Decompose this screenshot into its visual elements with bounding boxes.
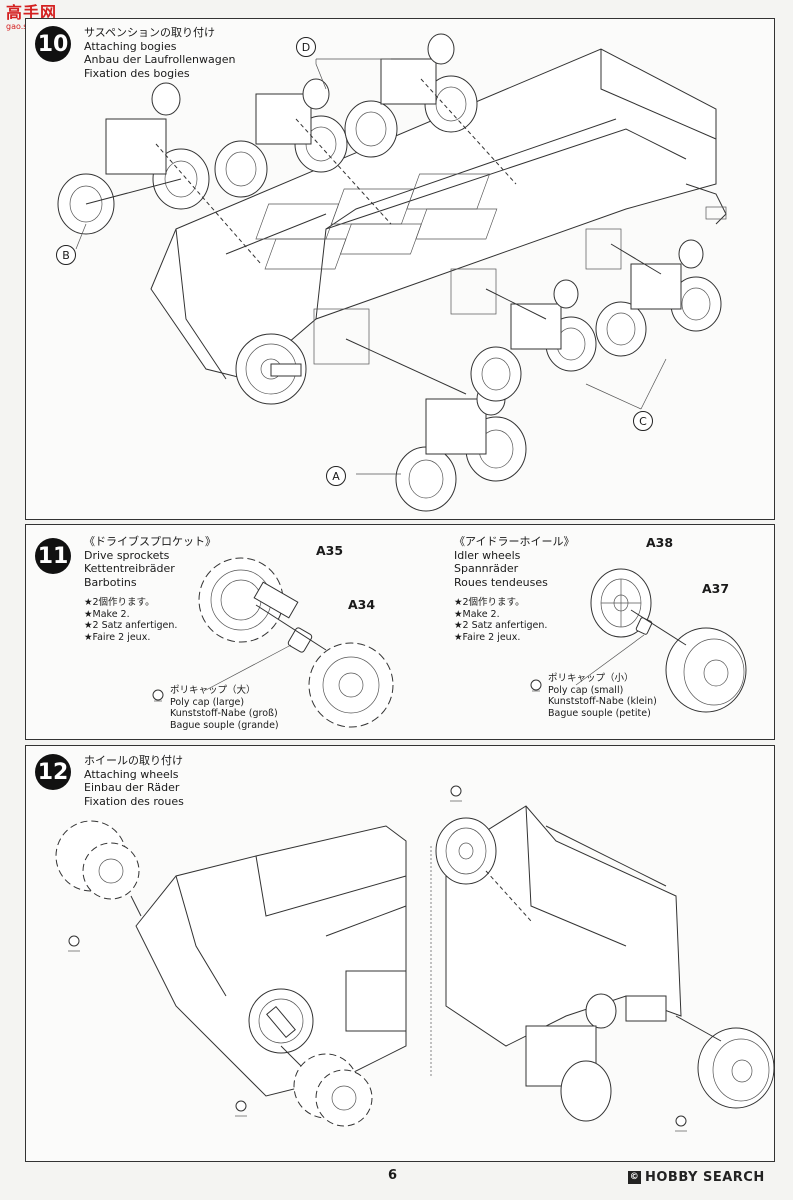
idler-wheels-title-en: Idler wheels — [454, 548, 521, 562]
drive-sprockets-title-de: Kettentreibräder — [84, 562, 175, 575]
make-note-jp: ★2個作ります。 — [84, 597, 155, 608]
footer-brand-text: HOBBY SEARCH — [645, 1170, 765, 1185]
watermark-site-name: 高手网 — [6, 3, 58, 22]
poly-cap-large-de: Kunststoff-Nabe (groß) — [170, 708, 278, 719]
idler-wheels-title-de: Spannräder — [454, 562, 519, 575]
bogie-d-2 — [344, 33, 478, 158]
poly-cap-symbol-icon — [152, 689, 164, 702]
make-note-fr: ★Faire 2 jeux. — [84, 631, 151, 643]
step-12-illustration — [55, 785, 775, 1132]
idler-make-note-jp: ★2個作ります。 — [454, 597, 525, 608]
poly-cap-large-fr: Bague souple (grande) — [170, 719, 279, 731]
bogie-d-1 — [214, 78, 348, 198]
step-12-title-fr: Fixation des roues — [84, 794, 184, 808]
footer-brand: © HOBBY SEARCH — [628, 1170, 765, 1185]
callout-d: D — [296, 37, 316, 57]
sprocket-a35-icon — [198, 557, 299, 643]
poly-cap-large-note: ポリキャップ（大） Poly cap (large) Kunststoff-Na… — [170, 685, 279, 731]
poly-cap-indicator-icon-4 — [675, 1115, 687, 1132]
step-12-panel: 12 ホイールの取り付け Attaching wheels Einbau der… — [25, 745, 775, 1162]
step-12-number: 12 — [35, 754, 71, 790]
part-a37-label: A37 — [702, 581, 730, 596]
part-a38-label: A38 — [646, 535, 674, 550]
drive-sprockets-title-jp: 《ドライブスプロケット》 — [84, 535, 216, 548]
drive-sprocket-illustration — [152, 557, 394, 728]
idler-make-note-de: ★2 Satz anfertigen. — [454, 620, 548, 631]
step-10-title-jp: サスペンションの取り付け — [84, 26, 216, 39]
idler-wheel-illustration — [530, 568, 747, 713]
copyright-mark: © — [628, 1171, 641, 1184]
idler-wheels-make-note: ★2個作ります。 ★Make 2. ★2 Satz anfertigen. ★F… — [454, 597, 547, 643]
callout-c: C — [633, 411, 653, 431]
drive-sprockets-make-note: ★2個作ります。 ★Make 2. ★2 Satz anfertigen. ★F… — [84, 597, 177, 643]
hull-outline — [150, 48, 727, 405]
bogie-a — [395, 382, 527, 512]
step-11-left-titles: 《ドライブスプロケット》 Drive sprockets Kettentreib… — [84, 535, 216, 589]
poly-cap-large-jp: ポリキャップ（大） — [170, 685, 256, 696]
idler-wheels-title-fr: Roues tendeuses — [454, 575, 548, 589]
poly-cap-large-icon — [287, 627, 313, 653]
drive-sprockets-title-en: Drive sprockets — [84, 548, 170, 562]
idler-wheels-title-jp: 《アイドラーホイール》 — [454, 535, 575, 548]
part-a35-label: A35 — [316, 543, 344, 558]
step-11-right-titles: 《アイドラーホイール》 Idler wheels Spannräder Roue… — [454, 535, 574, 589]
hull-front-view — [135, 825, 407, 1097]
make-note-de: ★2 Satz anfertigen. — [84, 620, 178, 631]
poly-cap-indicator-icon-3 — [450, 785, 462, 802]
step-11-panel: 11 《ドライブスプロケット》 Drive sprockets Kettentr… — [25, 524, 775, 740]
sprocket-front-bottom-icon — [293, 1053, 373, 1127]
step-10-number: 10 — [35, 26, 71, 62]
idler-wheel-a38-icon — [590, 568, 652, 638]
step-10-title-de: Anbau der Laufrollenwagen — [84, 53, 236, 66]
step-12-title-jp: ホイールの取り付け — [84, 754, 183, 767]
bogie-b — [57, 82, 210, 235]
step-10-title-fr: Fixation des bogies — [84, 66, 190, 80]
drive-sprockets-title-fr: Barbotins — [84, 575, 137, 589]
poly-cap-small-note: ポリキャップ（小） Poly cap (small) Kunststoff-Na… — [548, 673, 657, 719]
poly-cap-small-en: Poly cap (small) — [548, 684, 624, 696]
idler-wheel-top-icon — [435, 817, 497, 885]
step-11-number: 11 — [35, 538, 71, 574]
step-10-illustration — [57, 33, 727, 512]
idler-make-note-en: ★Make 2. — [454, 608, 500, 620]
step-12-titles: ホイールの取り付け Attaching wheels Einbau der Rä… — [84, 754, 184, 808]
part-a34-label: A34 — [348, 597, 376, 612]
poly-cap-indicator-icon-1 — [68, 935, 80, 952]
callout-b: B — [56, 245, 76, 265]
poly-cap-small-de: Kunststoff-Nabe (klein) — [548, 696, 657, 707]
poly-cap-small-jp: ポリキャップ（小） — [548, 673, 634, 684]
step-12-title-de: Einbau der Räder — [84, 781, 180, 794]
poly-cap-symbol-small-icon — [530, 679, 542, 692]
poly-cap-small-fr: Bague souple (petite) — [548, 707, 651, 719]
step-10-titles: サスペンションの取り付け Attaching bogies Anbau der … — [84, 26, 236, 80]
assembly-guide-lines — [75, 58, 667, 475]
callout-a: A — [326, 466, 346, 486]
poly-cap-large-en: Poly cap (large) — [170, 696, 245, 708]
idler-make-note-fr: ★Faire 2 jeux. — [454, 631, 521, 643]
step-10-title-en: Attaching bogies — [84, 39, 177, 53]
page-number: 6 — [388, 1168, 398, 1183]
sprocket-a34-icon — [308, 642, 394, 728]
poly-cap-indicator-icon-2 — [235, 1100, 247, 1117]
idler-wheel-bottom-icon — [697, 1027, 775, 1109]
bogie-c-1 — [470, 279, 597, 402]
bogie-c-2 — [595, 239, 722, 357]
idler-wheel-a37-icon — [665, 627, 747, 713]
step-12-title-en: Attaching wheels — [84, 767, 179, 781]
hull-rear-view — [445, 805, 682, 1122]
sprocket-front-top-icon — [55, 820, 140, 900]
make-note-en: ★Make 2. — [84, 608, 130, 620]
step-10-panel: 10 サスペンションの取り付け Attaching bogies Anbau d… — [25, 18, 775, 520]
